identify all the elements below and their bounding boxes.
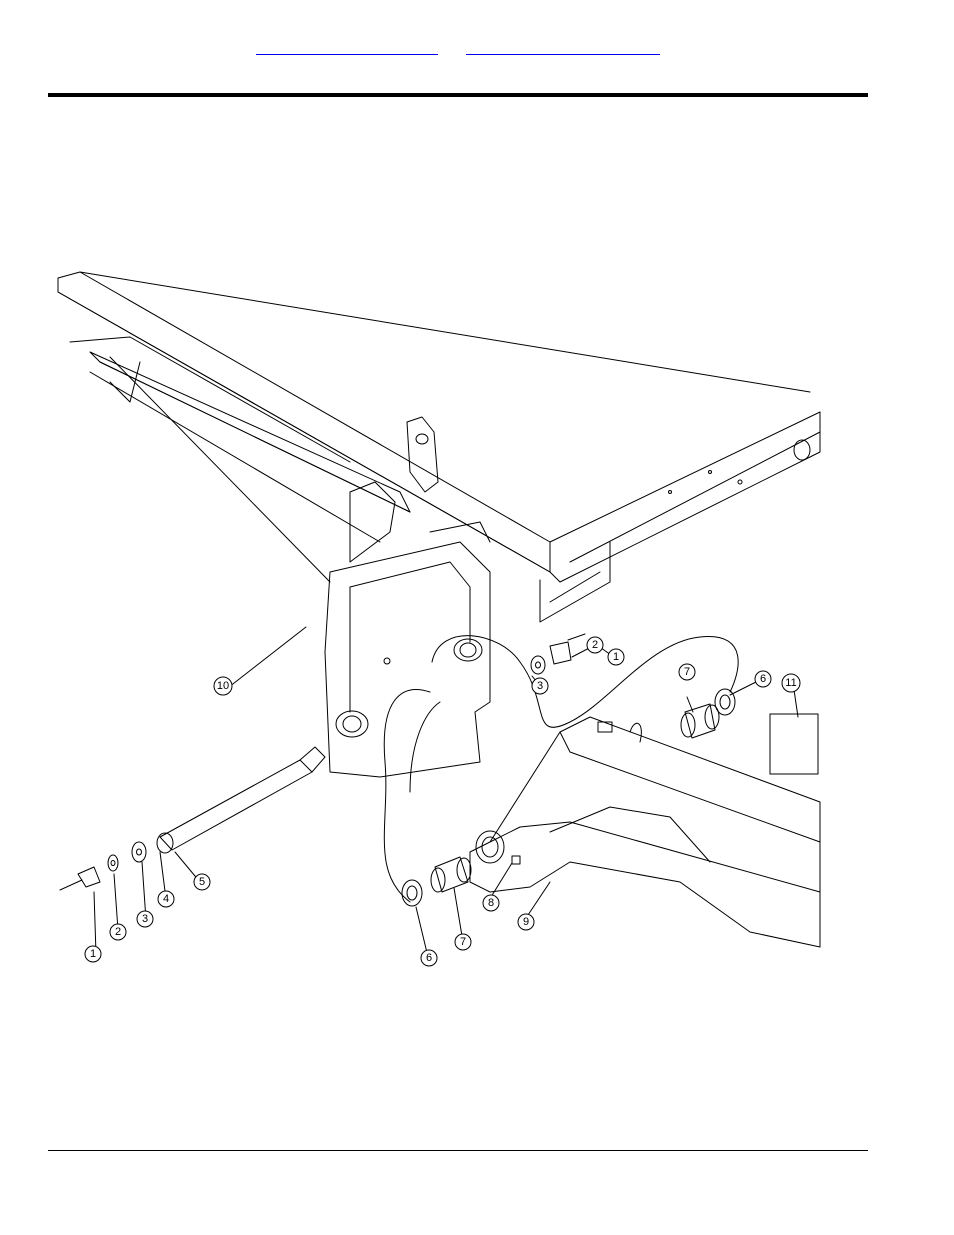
callout-labels: 1 2 3 1 2 3 4 5 6 7 6 7 8 9 10 11: [90, 639, 797, 964]
callout-label: 7: [460, 936, 466, 948]
header-link-2[interactable]: [466, 38, 660, 55]
callout-label: 8: [488, 897, 494, 909]
header-rule: [48, 93, 868, 97]
decal: [770, 714, 818, 774]
callout-label: 3: [537, 680, 543, 692]
main-beam: [58, 272, 820, 622]
callout-label: 9: [523, 916, 529, 928]
bushings: [431, 704, 719, 892]
callout-label: 2: [115, 926, 121, 938]
callout-label: 1: [613, 651, 619, 663]
lower-arm: [470, 717, 820, 947]
callout-label: 10: [217, 680, 229, 692]
left-hardware: [60, 842, 146, 890]
callout-label: 6: [426, 952, 432, 964]
callout-label: 11: [785, 677, 796, 689]
diagonal-brace: [70, 337, 410, 582]
callout-label: 2: [592, 639, 598, 651]
parts-diagram: 1 2 3 1 2 3 4 5 6 7 6 7 8 9 10 11: [50, 242, 830, 978]
callout-label: 5: [199, 876, 205, 888]
header-link-1[interactable]: [256, 38, 438, 55]
callout-label: 4: [163, 893, 169, 905]
callout-label: 6: [760, 673, 766, 685]
callout-label: 1: [90, 948, 96, 960]
callout-label: 3: [142, 913, 148, 925]
spacers: [402, 689, 735, 906]
callouts: [85, 637, 800, 966]
footer-rule: [48, 1150, 868, 1151]
pivot-pin: [157, 747, 325, 853]
callout-label: 7: [684, 666, 690, 678]
